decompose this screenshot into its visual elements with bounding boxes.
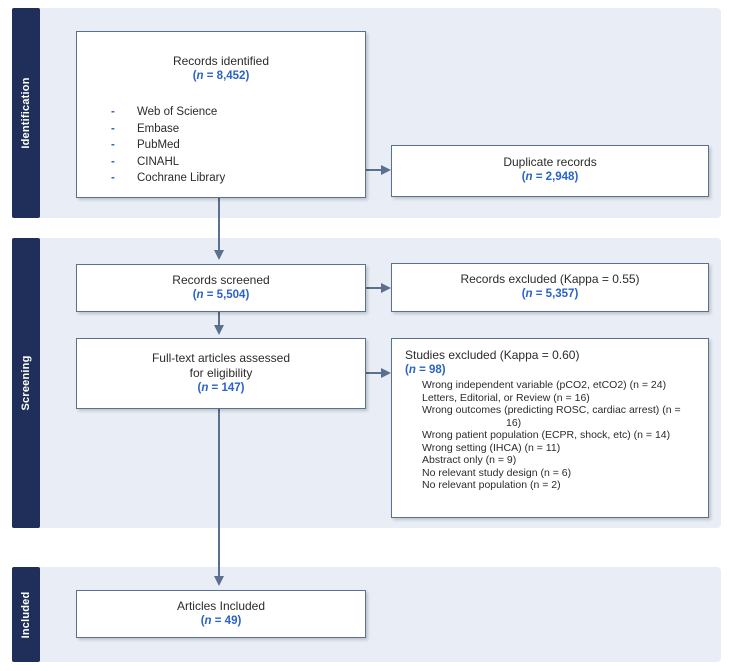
fulltext-count: (n = 147)	[197, 382, 245, 394]
articles-included-title: Articles Included	[176, 599, 266, 613]
records-identified-box: Records identified (n = 8,452) Web of Sc…	[76, 31, 366, 198]
exclusion-reason: Wrong independent variable (pCO2, etCO2)…	[422, 379, 667, 391]
source-item: CINAHL	[111, 154, 225, 171]
duplicate-records-title: Duplicate records	[503, 155, 597, 169]
studies-excluded-box: Studies excluded (Kappa = 0.60) (n = 98)…	[391, 338, 709, 518]
records-screened-count: (n = 5,504)	[192, 289, 250, 301]
source-item: PubMed	[111, 137, 225, 154]
records-screened-title: Records screened	[172, 273, 270, 287]
articles-included-box: Articles Included (n = 49)	[76, 590, 366, 638]
phase-tab-included: Included	[12, 567, 40, 662]
records-identified-title: Records identified	[172, 54, 270, 68]
exclusion-reason: Wrong outcomes (predicting ROSC, cardiac…	[422, 404, 681, 416]
exclusion-reason: No relevant population (n = 2)	[422, 479, 561, 491]
records-excluded-title: Records excluded (Kappa = 0.55)	[460, 272, 640, 286]
exclusion-reason: Abstract only (n = 9)	[422, 454, 517, 466]
exclusion-reason: Wrong setting (IHCA) (n = 11)	[422, 441, 561, 454]
fulltext-assessed-box: Full-text articles assessed for eligibil…	[76, 338, 366, 409]
fulltext-title-line2: for eligibility	[189, 366, 253, 380]
source-item: Web of Science	[111, 104, 225, 121]
exclusion-reason: Wrong patient population (ECPR, shock, e…	[422, 429, 671, 441]
exclusion-reasons-list: Wrong independent variable (pCO2, etCO2)…	[422, 379, 722, 492]
exclusion-reason: No relevant study design (n = 6)	[422, 466, 572, 479]
exclusion-reason: Letters, Editorial, or Review (n = 16)	[422, 391, 590, 404]
records-identified-count: (n = 8,452)	[192, 70, 250, 82]
phase-tab-screening: Screening	[12, 238, 40, 528]
studies-excluded-count: (n = 98)	[405, 364, 446, 376]
exclusion-reason: 16)	[506, 416, 522, 429]
records-excluded-box: Records excluded (Kappa = 0.55) (n = 5,3…	[391, 263, 709, 312]
records-excluded-count: (n = 5,357)	[521, 288, 579, 300]
studies-excluded-title: Studies excluded (Kappa = 0.60)	[405, 348, 580, 362]
records-screened-box: Records screened (n = 5,504)	[76, 264, 366, 312]
duplicate-records-count: (n = 2,948)	[521, 171, 579, 183]
duplicate-records-box: Duplicate records (n = 2,948)	[391, 145, 709, 197]
fulltext-title-line1: Full-text articles assessed	[151, 351, 291, 365]
articles-included-count: (n = 49)	[200, 615, 242, 627]
phase-tab-identification: Identification	[12, 8, 40, 218]
source-item: Cochrane Library	[111, 170, 225, 187]
source-item: Embase	[111, 121, 225, 138]
database-source-list: Web of Science Embase PubMed CINAHL Coch…	[111, 104, 225, 187]
